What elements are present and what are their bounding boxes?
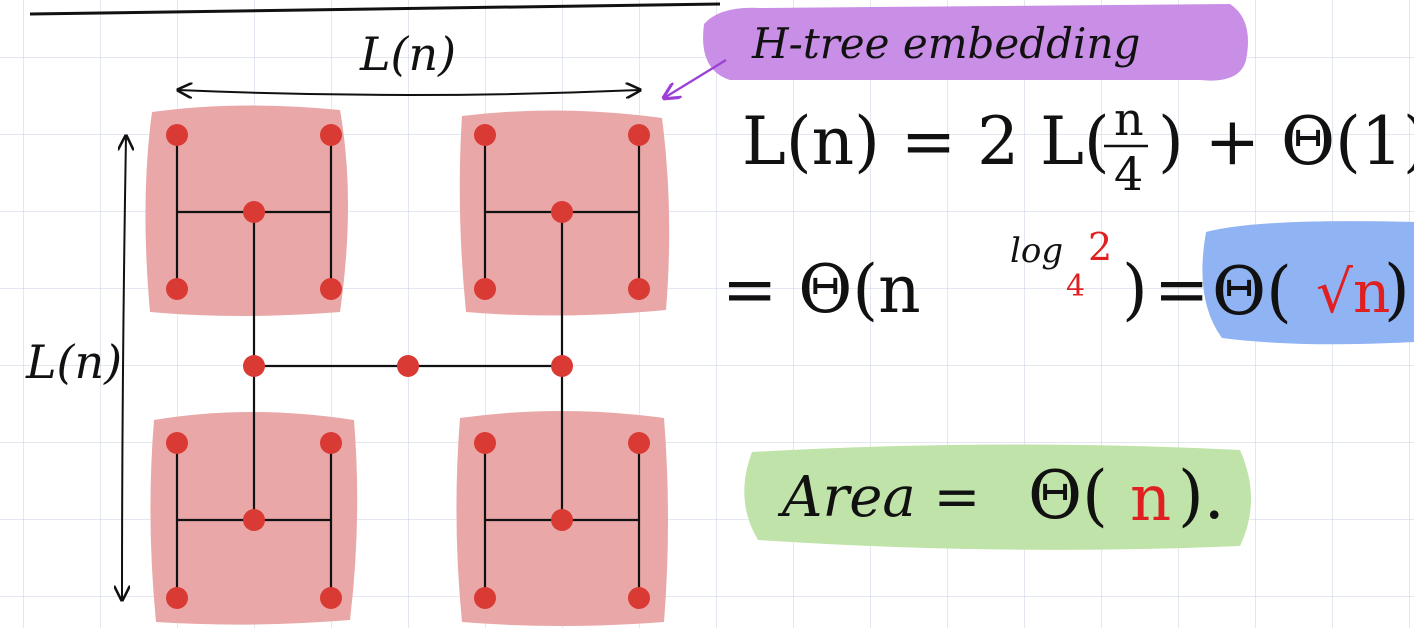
- node: [628, 124, 650, 146]
- node: [166, 587, 188, 609]
- area-close: ).: [1178, 457, 1225, 534]
- recurrence-fraction-numerator: n: [1114, 92, 1144, 146]
- area-equation: Area = Θ( n ).: [744, 444, 1251, 550]
- node: [320, 124, 342, 146]
- area-highlight: [744, 444, 1251, 550]
- node: [166, 278, 188, 300]
- page-title: H-tree embedding: [751, 19, 1140, 68]
- title-pointer-arrow: [664, 59, 727, 98]
- node: [243, 355, 265, 377]
- node: [628, 432, 650, 454]
- node: [166, 432, 188, 454]
- node: [551, 355, 573, 377]
- recurrence-rhs: ) + Θ(1): [1158, 103, 1414, 180]
- tree-nodes: [166, 124, 650, 609]
- recurrence-fraction-denominator: 4: [1114, 147, 1143, 201]
- result-theta: Θ(: [1212, 253, 1292, 330]
- recurrence-lhs: L(n) = 2 L(: [742, 103, 1110, 180]
- solution-exponent-arg: 2: [1088, 225, 1112, 269]
- node: [243, 201, 265, 223]
- result-highlight: [1202, 221, 1414, 345]
- recurrence-equation: L(n) = 2 L( n 4 ) + Θ(1): [742, 92, 1414, 201]
- node: [474, 432, 496, 454]
- area-theta: Θ(: [1028, 457, 1108, 534]
- node: [166, 124, 188, 146]
- node: [243, 509, 265, 531]
- node: [551, 201, 573, 223]
- result-equals: =: [1154, 251, 1209, 328]
- height-dimension-arrow: [122, 136, 126, 600]
- title-highlight: [703, 4, 1248, 81]
- node: [474, 587, 496, 609]
- node: [474, 124, 496, 146]
- height-label: L(n): [25, 335, 122, 389]
- solution-exponent-base: 4: [1066, 269, 1085, 304]
- node: [474, 278, 496, 300]
- solution-exponent-log: log: [1010, 231, 1063, 271]
- node: [320, 432, 342, 454]
- node: [628, 587, 650, 609]
- node: [628, 278, 650, 300]
- title-group: H-tree embedding: [664, 4, 1248, 98]
- solution-prefix: = Θ(n: [722, 251, 921, 328]
- width-dimension-arrow: [178, 90, 640, 95]
- result-close: ): [1384, 251, 1410, 328]
- result-sqrt-n: √n: [1316, 258, 1390, 326]
- node: [397, 355, 419, 377]
- node: [320, 278, 342, 300]
- node: [320, 587, 342, 609]
- top-border-stroke: [29, 2, 721, 16]
- h-tree-diagram: L(n) L(n): [25, 27, 670, 626]
- node: [551, 509, 573, 531]
- solution-close: ): [1122, 251, 1148, 328]
- width-label: L(n): [359, 27, 456, 81]
- area-n: n: [1130, 462, 1171, 536]
- solution-equation: = Θ(n log 4 2 ) = Θ( √n ): [722, 221, 1414, 345]
- area-label: Area =: [777, 465, 980, 530]
